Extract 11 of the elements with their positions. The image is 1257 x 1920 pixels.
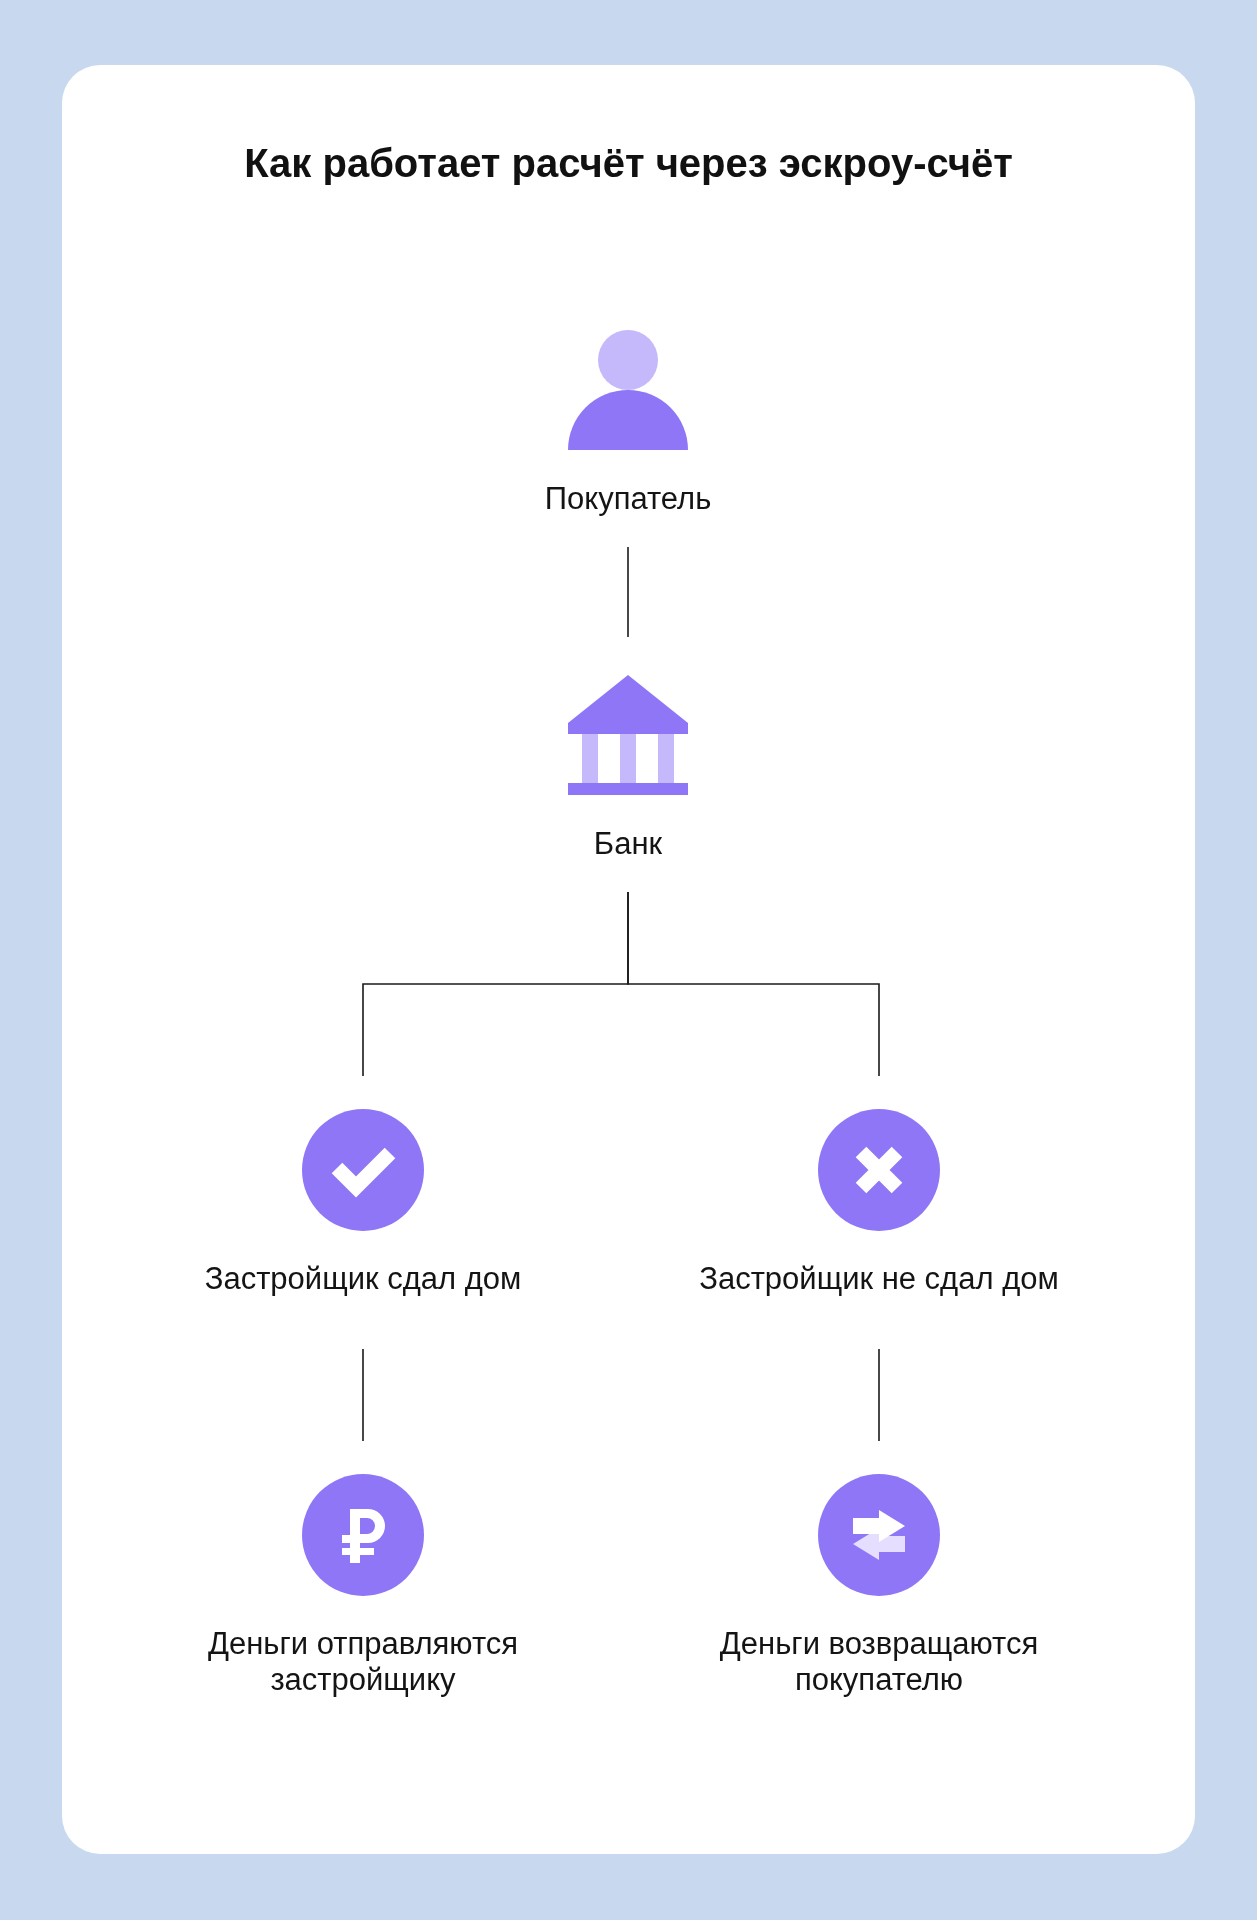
diagram-title: Как работает расчёт через эскроу-счёт: [244, 140, 1013, 187]
connector-line: [627, 546, 629, 638]
node-label: Застройщик сдал дом: [204, 1261, 522, 1297]
node-label: Деньги отправляются застройщику: [206, 1626, 520, 1698]
connector-line: [878, 1348, 880, 1442]
connector-line: [627, 891, 880, 1077]
node-label: Застройщик не сдал дом: [699, 1261, 1059, 1297]
node-label: Покупатель: [544, 481, 712, 517]
connector-line: [362, 1348, 364, 1442]
node-label: Деньги возвращаются покупателю: [718, 1626, 1040, 1698]
node-label: Банк: [593, 826, 663, 862]
